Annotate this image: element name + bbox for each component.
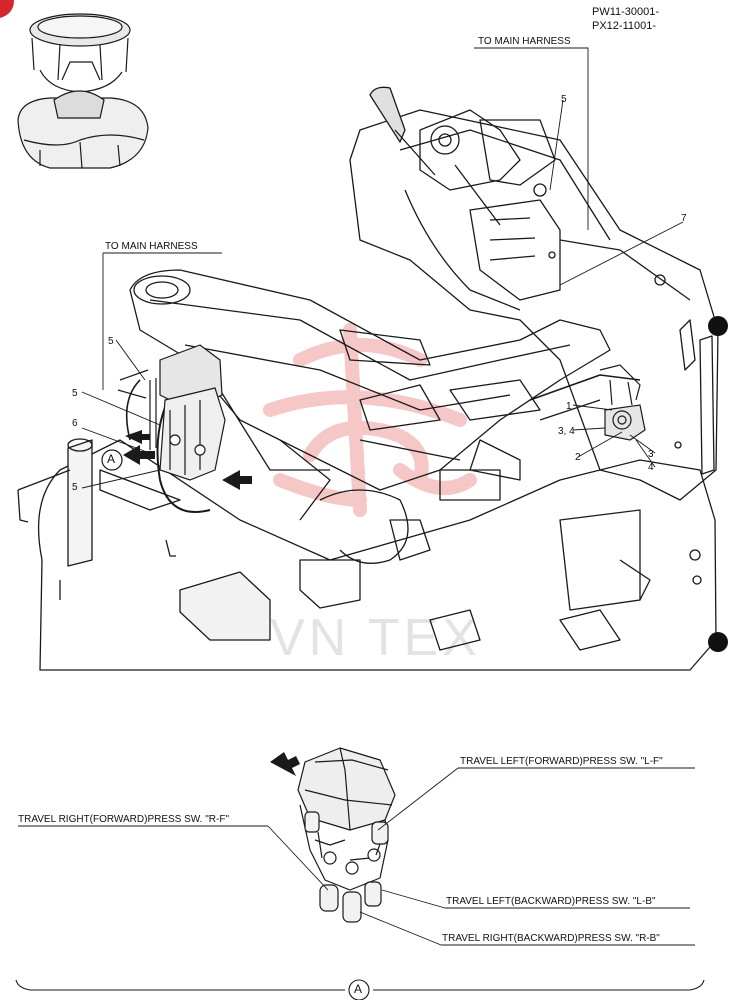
travel-left-forward-label: TRAVEL LEFT(FORWARD)PRESS SW. "L-F" — [460, 756, 663, 767]
arrow-view-a-2 — [125, 430, 150, 444]
left-switch-assembly — [117, 344, 226, 481]
corner-tab — [0, 0, 14, 18]
to-main-harness-label-left: TO MAIN HARNESS — [105, 241, 198, 252]
chassis — [17, 86, 719, 671]
callout-3-4: 3, 4 — [558, 426, 575, 437]
callout-4: 4 — [648, 462, 654, 473]
callout-7: 7 — [681, 213, 687, 224]
valve-block-detail — [297, 747, 396, 923]
callout-5-top: 5 — [561, 94, 567, 105]
travel-left-backward-label: TRAVEL LEFT(BACKWARD)PRESS SW. "L-B" — [446, 896, 656, 907]
view-marker-label-bottom: A — [354, 982, 363, 996]
watermark-text: VN TEX — [270, 609, 481, 667]
view-marker-label: A — [107, 452, 116, 466]
leader-lines — [81, 47, 684, 489]
travel-right-backward-label: TRAVEL RIGHT(BACKWARD)PRESS SW. "R-B" — [442, 933, 660, 944]
registration-dot-upper — [708, 316, 728, 336]
arrow-view-a-1 — [123, 445, 155, 465]
right-switch-assembly — [599, 364, 646, 441]
serial-number-1: PW11-30001- — [592, 6, 660, 18]
callout-5-left-c: 5 — [72, 482, 78, 493]
cab-inset — [17, 13, 149, 169]
callout-2: 2 — [575, 452, 581, 463]
bottom-leader-lines — [18, 767, 695, 946]
to-main-harness-label-top: TO MAIN HARNESS — [478, 36, 571, 47]
view-marker-ring — [101, 449, 123, 471]
callout-6: 6 — [72, 418, 78, 429]
callout-1: 1 — [566, 401, 572, 412]
travel-right-forward-label: TRAVEL RIGHT(FORWARD)PRESS SW. "R-F" — [18, 814, 229, 825]
callout-5-left-b: 5 — [72, 388, 78, 399]
callout-3: 3 — [648, 449, 654, 460]
arrow-detail — [270, 752, 300, 776]
view-a-brace — [15, 979, 705, 1000]
callout-5-left-a: 5 — [108, 336, 114, 347]
arrow-right — [222, 470, 252, 490]
registration-dot-lower — [708, 632, 728, 652]
serial-number-2: PX12-11001- — [592, 20, 657, 32]
